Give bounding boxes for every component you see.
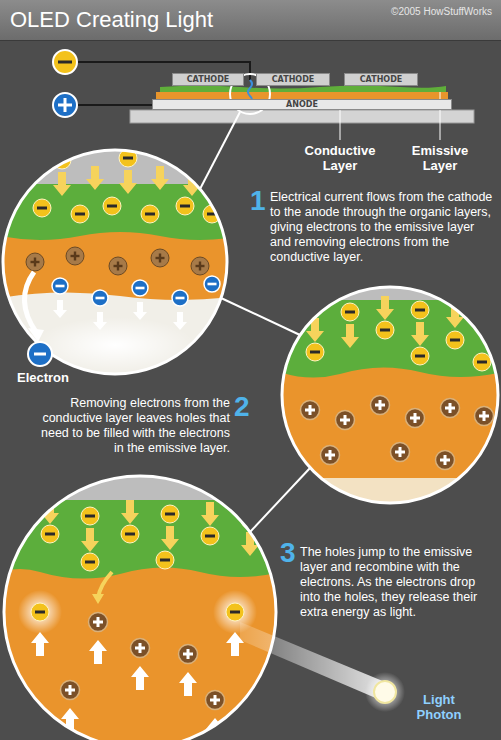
photon-label: Light Photon [410, 692, 468, 722]
anode-layer: ANODE [152, 99, 452, 110]
particle-label: Electron [8, 370, 78, 386]
layer-name: CATHODE [187, 75, 230, 84]
step-number: 2 [234, 390, 250, 424]
layer-name: CATHODE [272, 75, 315, 84]
layer-label: Conductive Layer [298, 143, 382, 173]
step-number: 3 [280, 536, 296, 570]
cathode-block: CATHODE [256, 73, 330, 86]
step-text: Removing electrons from the conductive l… [34, 396, 230, 456]
step-text: The holes jump to the emissive layer and… [300, 545, 494, 620]
layer-label: Emissive Layer [404, 143, 476, 173]
cathode-block: CATHODE [344, 73, 418, 86]
cathode-block: CATHODE [172, 73, 244, 86]
step-text: Electrical current flows from the cathod… [270, 190, 494, 265]
diagram-title: OLED Creating Light [10, 7, 213, 33]
step-number: 1 [250, 184, 266, 218]
copyright-note: ©2005 HowStuffWorks [330, 6, 492, 18]
layer-name: ANODE [286, 100, 318, 109]
layer-name: CATHODE [360, 75, 403, 84]
